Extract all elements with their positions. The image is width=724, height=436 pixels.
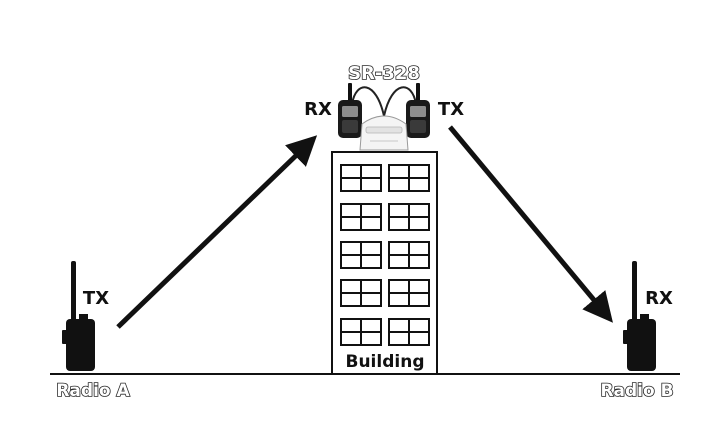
building-window <box>340 203 382 231</box>
radio-a: TX Radio A <box>56 261 131 402</box>
radio-b-name-label: Radio B <box>600 381 673 401</box>
building: Building <box>331 151 438 375</box>
repeater-rx-label: RX <box>304 99 332 120</box>
radio-b: RX Radio B <box>600 261 674 402</box>
building-window <box>388 203 430 231</box>
building-label: Building <box>346 352 425 372</box>
building-window <box>340 318 382 346</box>
handheld-radio-icon <box>62 261 95 371</box>
radio-a-mode-label: TX <box>83 288 109 309</box>
walkie-talkie-icon <box>338 83 362 138</box>
uplink-arrow <box>116 135 318 329</box>
building-window <box>340 279 382 307</box>
radio-a-name-label: Radio A <box>56 381 130 401</box>
handheld-radio-icon <box>623 261 656 371</box>
walkie-talkie-icon <box>406 83 430 138</box>
repeater-controller-icon <box>359 115 409 151</box>
repeater-tx-label: TX <box>438 99 464 120</box>
repeater: SR-328 RX TX <box>304 62 464 151</box>
building-window <box>340 164 382 192</box>
building-window <box>388 279 430 307</box>
downlink-arrow <box>448 125 613 323</box>
repeater-model-label: SR-328 <box>348 63 420 84</box>
radio-b-mode-label: RX <box>645 288 673 309</box>
building-window <box>388 164 430 192</box>
building-window <box>340 241 382 269</box>
repeater-cable <box>351 86 417 117</box>
building-window <box>388 241 430 269</box>
building-window <box>388 318 430 346</box>
building-windows <box>340 164 430 346</box>
